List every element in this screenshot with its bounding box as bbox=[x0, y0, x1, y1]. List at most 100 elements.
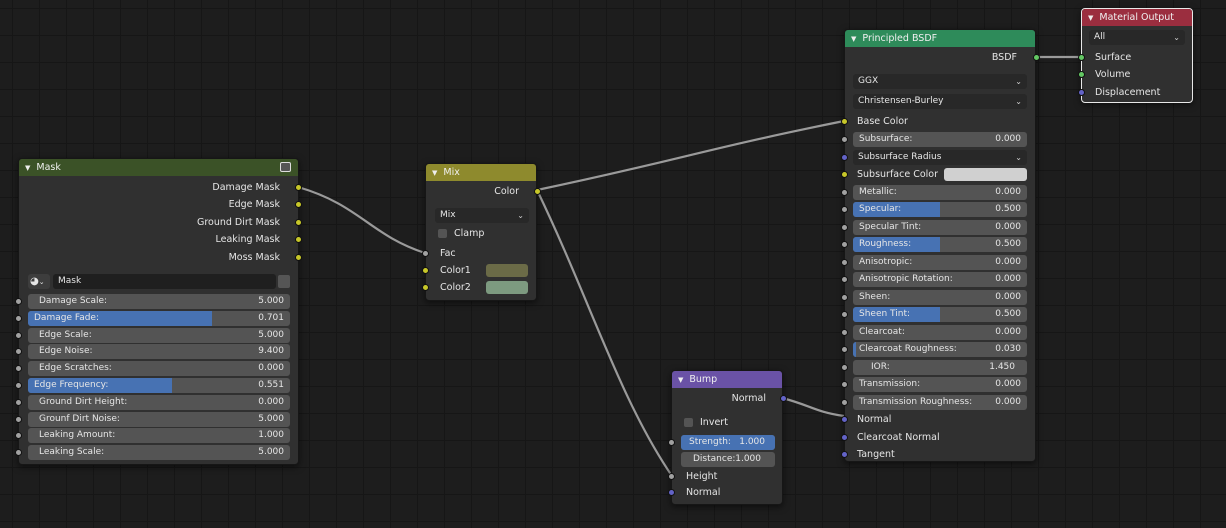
socket-bsdf-input[interactable] bbox=[841, 328, 848, 336]
bsdf-input-slider[interactable]: Metallic:0.000 bbox=[853, 184, 1027, 200]
bsdf-input-slider[interactable]: Anisotropic:0.000 bbox=[853, 254, 1027, 270]
socket-bsdf-input[interactable] bbox=[841, 188, 848, 196]
bsdf-input-slider[interactable]: Clearcoat Roughness:0.030 bbox=[853, 342, 1027, 357]
socket-normal-in[interactable] bbox=[668, 489, 675, 496]
socket-bsdf-input[interactable] bbox=[841, 171, 848, 178]
output-node-header[interactable]: ▼ Material Output bbox=[1082, 9, 1192, 26]
node-tree-icon[interactable]: ◕⌄ bbox=[28, 274, 50, 289]
collapse-chevron-icon[interactable]: ▼ bbox=[432, 168, 438, 177]
socket-ground-dirt-mask[interactable] bbox=[295, 219, 302, 226]
socket-height[interactable] bbox=[668, 473, 675, 480]
mask-input-slider[interactable]: Damage Fade:0.701 bbox=[28, 310, 290, 326]
mask-input-slider[interactable]: Damage Scale:5.000 bbox=[28, 294, 290, 309]
distance-field[interactable]: Distance: 1.000 bbox=[681, 452, 775, 467]
bump-node[interactable]: ▼ Bump Normal Invert Strength: 1.000 Dis… bbox=[668, 370, 787, 505]
collapse-chevron-icon[interactable]: ▼ bbox=[678, 375, 684, 384]
socket-mask-input[interactable] bbox=[15, 398, 22, 406]
socket-displacement[interactable] bbox=[1078, 89, 1085, 96]
mix-node-header[interactable]: ▼ Mix bbox=[426, 164, 536, 181]
socket-color1[interactable] bbox=[422, 267, 429, 274]
socket-bsdf-input[interactable] bbox=[841, 258, 848, 266]
socket-bsdf-input[interactable] bbox=[841, 276, 848, 283]
bsdf-input-slider[interactable]: Sheen Tint:0.500 bbox=[853, 307, 1027, 322]
mask-input-slider[interactable]: Edge Noise:9.400 bbox=[28, 344, 290, 360]
socket-bsdf-input[interactable] bbox=[841, 311, 848, 318]
bsdf-node-header[interactable]: ▼ Principled BSDF bbox=[845, 30, 1035, 47]
socket-color-out[interactable] bbox=[534, 188, 541, 195]
bsdf-input-slider[interactable]: Sheen:0.000 bbox=[853, 289, 1027, 305]
blend-mode-dropdown[interactable]: Mix⌄ bbox=[435, 208, 529, 223]
socket-bsdf-input[interactable] bbox=[841, 381, 848, 388]
socket-moss-mask[interactable] bbox=[295, 254, 302, 261]
collapse-chevron-icon[interactable]: ▼ bbox=[1088, 13, 1094, 22]
color2-swatch[interactable] bbox=[486, 281, 528, 294]
socket-bsdf-out[interactable] bbox=[1033, 54, 1040, 61]
mask-node-header[interactable]: ▼ Mask bbox=[19, 159, 298, 176]
socket-mask-input[interactable] bbox=[15, 415, 22, 423]
bsdf-input-slider[interactable]: Clearcoat:0.000 bbox=[853, 324, 1027, 340]
bsdf-input-slider[interactable]: Anisotropic Rotation:0.000 bbox=[853, 272, 1027, 287]
socket-strength[interactable] bbox=[668, 439, 675, 446]
socket-mask-input[interactable] bbox=[15, 432, 22, 440]
socket-color2[interactable] bbox=[422, 284, 429, 291]
mask-input-slider[interactable]: Grounf Dirt Noise:5.000 bbox=[28, 411, 290, 427]
socket-normal-out[interactable] bbox=[780, 395, 787, 402]
strength-slider[interactable]: Strength: 1.000 bbox=[681, 435, 775, 450]
principled-bsdf-node[interactable]: ▼ Principled BSDF BSDF GGX⌄ Christensen-… bbox=[841, 29, 1040, 462]
socket-edge-mask[interactable] bbox=[295, 201, 302, 208]
collapse-chevron-icon[interactable]: ▼ bbox=[851, 34, 857, 43]
socket-damage-mask[interactable] bbox=[295, 184, 302, 191]
collapse-chevron-icon[interactable]: ▼ bbox=[25, 163, 31, 172]
socket-mask-input[interactable] bbox=[15, 449, 22, 457]
bsdf-input-slider[interactable]: Transmission:0.000 bbox=[853, 377, 1027, 392]
invert-checkbox[interactable] bbox=[684, 418, 693, 427]
socket-leaking-mask[interactable] bbox=[295, 236, 302, 243]
mask-input-slider[interactable]: Edge Scratches:0.000 bbox=[28, 361, 290, 377]
subsurface-method-dropdown[interactable]: Christensen-Burley⌄ bbox=[853, 94, 1027, 109]
mask-input-slider[interactable]: Edge Frequency:0.551 bbox=[28, 378, 290, 393]
socket-bsdf-input[interactable] bbox=[841, 398, 848, 406]
mix-node[interactable]: ▼ Mix Color Mix⌄ Clamp Fac Color1 Color2 bbox=[422, 163, 541, 301]
bsdf-input-slider[interactable]: Transmission Roughness:0.000 bbox=[853, 394, 1027, 410]
socket-surface[interactable] bbox=[1078, 54, 1085, 61]
color1-swatch[interactable] bbox=[486, 264, 528, 277]
socket-bsdf-input[interactable] bbox=[841, 206, 848, 213]
socket-bsdf-input[interactable] bbox=[841, 223, 848, 231]
mask-input-slider[interactable]: Edge Scale:5.000 bbox=[28, 327, 290, 343]
bsdf-input-slider[interactable]: IOR:1.450 bbox=[853, 359, 1027, 375]
target-dropdown[interactable]: All⌄ bbox=[1089, 30, 1185, 45]
subsurface-color-swatch[interactable] bbox=[944, 168, 1027, 181]
socket-mask-input[interactable] bbox=[15, 382, 22, 389]
socket-bsdf-input[interactable] bbox=[841, 241, 848, 248]
socket-bsdf-input[interactable] bbox=[841, 416, 848, 423]
distribution-dropdown[interactable]: GGX⌄ bbox=[853, 74, 1027, 89]
bsdf-input-slider[interactable]: Specular:0.500 bbox=[853, 202, 1027, 217]
bsdf-input-slider[interactable]: Roughness:0.500 bbox=[853, 237, 1027, 252]
socket-bsdf-input[interactable] bbox=[841, 433, 848, 441]
subsurface-radius-dropdown[interactable]: Subsurface Radius⌄ bbox=[853, 149, 1027, 165]
mask-input-slider[interactable]: Ground Dirt Height:0.000 bbox=[28, 394, 290, 410]
node-group-icon[interactable] bbox=[280, 162, 291, 172]
socket-bsdf-input[interactable] bbox=[841, 363, 848, 371]
material-output-node[interactable]: ▼ Material Output All⌄ Surface Volume Di… bbox=[1078, 8, 1193, 103]
socket-fac[interactable] bbox=[422, 250, 429, 257]
clamp-checkbox[interactable] bbox=[438, 229, 447, 238]
bsdf-input-slider[interactable]: Specular Tint:0.000 bbox=[853, 219, 1027, 235]
socket-mask-input[interactable] bbox=[15, 298, 22, 305]
fake-user-icon[interactable] bbox=[278, 275, 290, 288]
socket-mask-input[interactable] bbox=[15, 365, 22, 373]
group-selector[interactable]: ◕⌄ Mask bbox=[28, 274, 290, 289]
mask-input-slider[interactable]: Leaking Scale:5.000 bbox=[28, 445, 290, 461]
socket-mask-input[interactable] bbox=[15, 331, 22, 339]
mask-node[interactable]: ▼ Mask Damage Mask Edge Mask Ground Dirt… bbox=[15, 158, 302, 465]
socket-bsdf-input[interactable] bbox=[841, 451, 848, 458]
socket-volume[interactable] bbox=[1078, 71, 1085, 78]
socket-bsdf-input[interactable] bbox=[841, 136, 848, 143]
mask-input-slider[interactable]: Leaking Amount:1.000 bbox=[28, 428, 290, 444]
bump-node-header[interactable]: ▼ Bump bbox=[672, 371, 782, 388]
socket-bsdf-input[interactable] bbox=[841, 346, 848, 353]
socket-mask-input[interactable] bbox=[15, 314, 22, 322]
socket-base-color[interactable] bbox=[841, 118, 848, 125]
group-name-field[interactable]: Mask bbox=[53, 274, 276, 289]
socket-bsdf-input[interactable] bbox=[841, 293, 848, 301]
